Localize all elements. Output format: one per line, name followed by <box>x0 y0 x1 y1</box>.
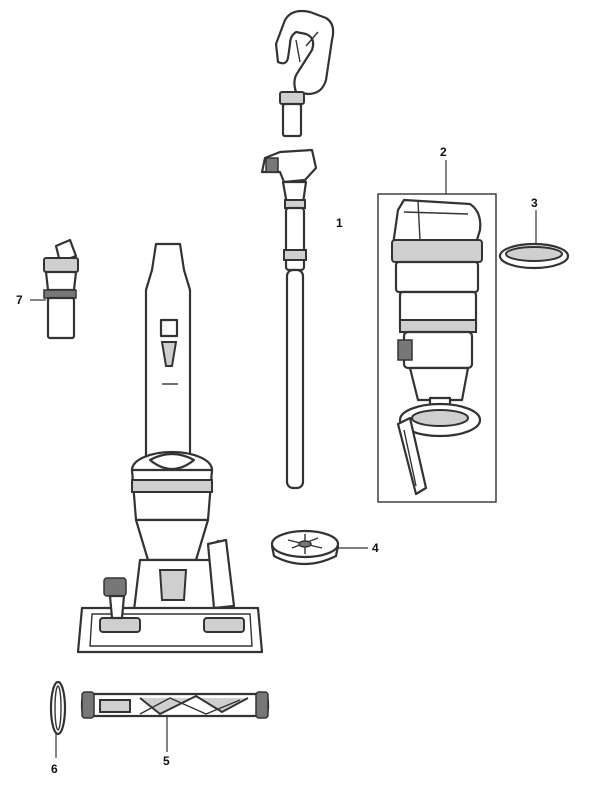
part-premotor-filter <box>270 529 368 566</box>
vacuum-main-body <box>76 242 264 654</box>
part-brush-roll <box>80 691 270 752</box>
part-crevice-tool <box>30 238 79 340</box>
part-handle-wand <box>260 9 335 490</box>
callout-7: 7 <box>16 293 23 307</box>
part-belt <box>49 680 67 758</box>
callout-6: 6 <box>51 762 58 776</box>
callout-1: 1 <box>336 216 343 230</box>
callout-5: 5 <box>163 754 170 768</box>
part-dust-container <box>377 160 497 503</box>
callout-4: 4 <box>372 541 379 555</box>
callout-2: 2 <box>440 145 447 159</box>
callout-3: 3 <box>531 196 538 210</box>
part-filter-disc <box>498 210 570 270</box>
